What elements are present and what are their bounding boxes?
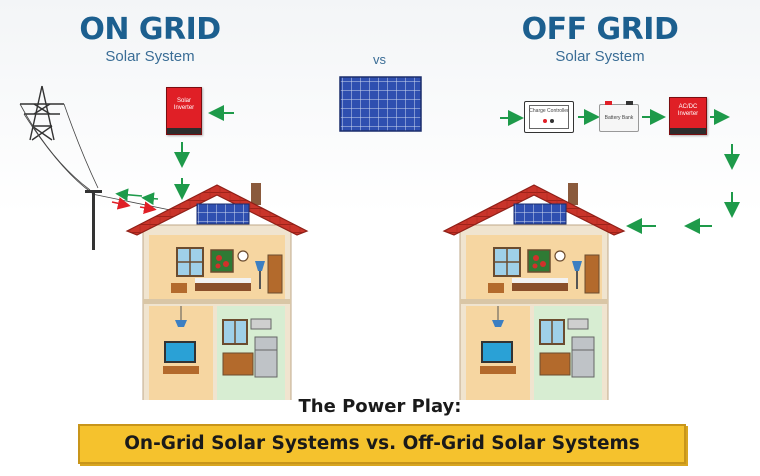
solar-panel-icon: [339, 76, 422, 132]
comparison-banner: On-Grid Solar Systems vs. Off-Grid Solar…: [78, 424, 686, 464]
ac-dc-inverter-label: AC/DC Inverter: [677, 104, 699, 117]
battery-bank-label: Battery Bank: [604, 115, 634, 121]
off-grid-ac-dc-inverter: AC/DC Inverter: [669, 97, 707, 135]
charge-controller: Charge Controller: [524, 101, 574, 133]
diagram-canvas: [19, 76, 740, 400]
off-grid-title: OFF GRID: [521, 12, 679, 47]
on-grid-solar-inverter: Solar Inverter: [166, 87, 202, 135]
on-grid-subtitle: Solar System: [105, 48, 195, 65]
on-grid-title: ON GRID: [79, 12, 221, 47]
off-grid-subtitle: Solar System: [555, 48, 645, 65]
heading-power-play: The Power Play:: [298, 396, 462, 417]
transmission-tower-icon: [20, 85, 64, 141]
battery-bank: Battery Bank: [599, 101, 639, 132]
off-grid-house-icon: [443, 182, 625, 400]
utility-pole-icon: [85, 190, 102, 250]
charge-controller-label: Charge Controller: [529, 108, 569, 114]
vs-label: vs: [373, 52, 386, 67]
on-grid-house-icon: [126, 182, 308, 400]
on-grid-inverter-label: Solar Inverter: [173, 98, 195, 111]
